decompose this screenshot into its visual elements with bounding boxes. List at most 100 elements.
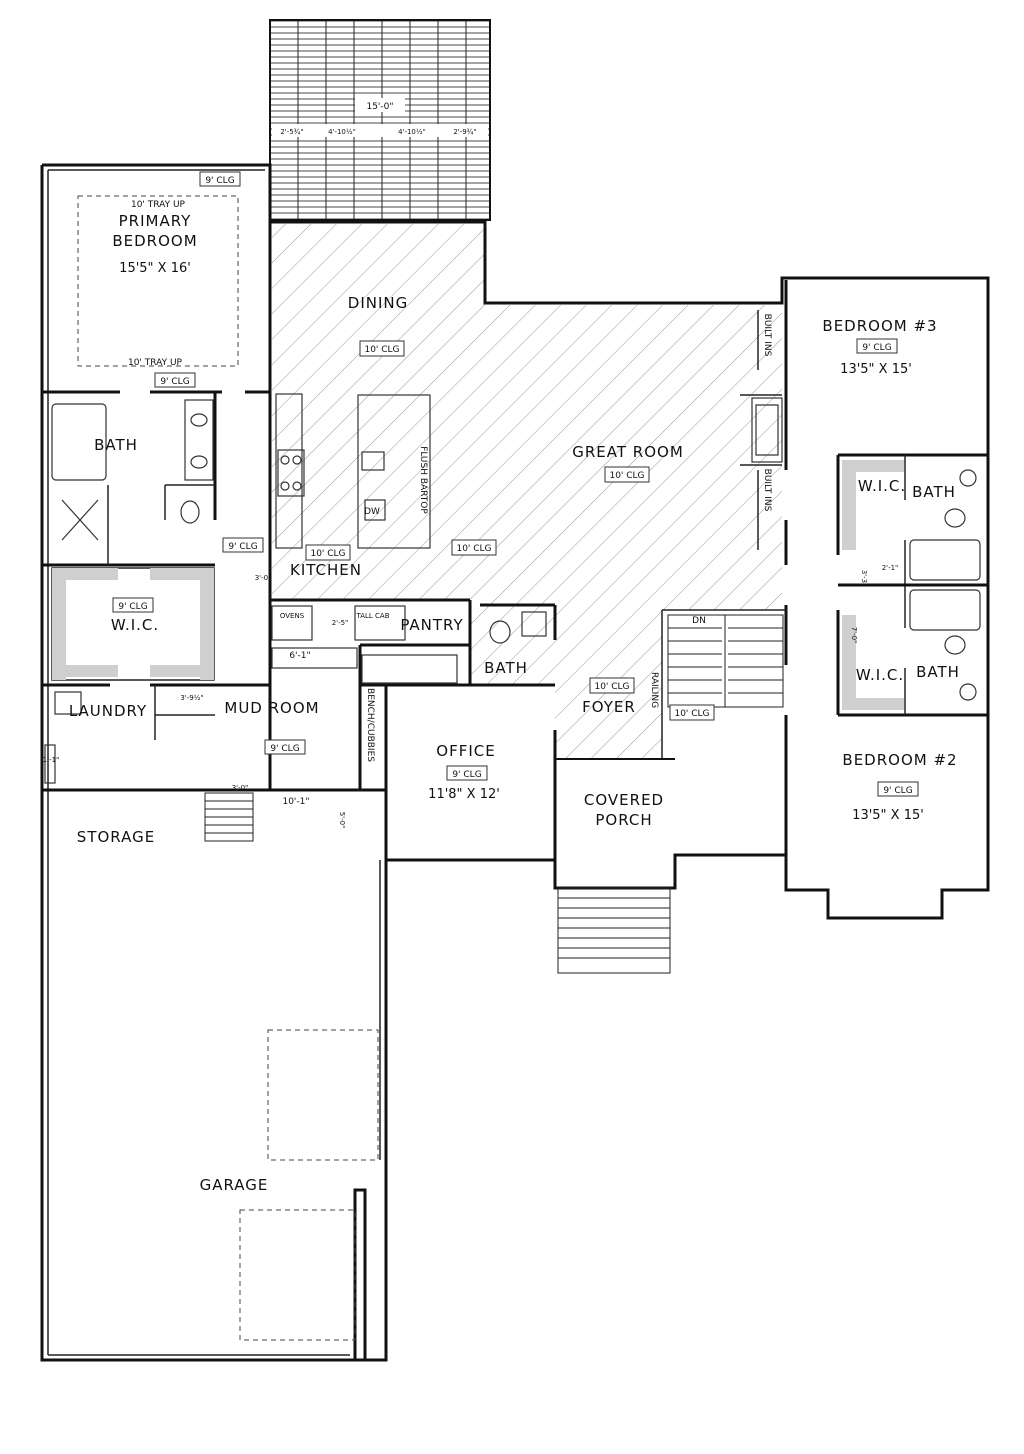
garage-name: GARAGE [200, 1176, 269, 1194]
bathtub-icon [51, 403, 107, 481]
office-name: OFFICE [436, 742, 495, 760]
bedroom2-size: 13'5" X 15' [852, 808, 924, 823]
bed-hall-dim-33: 3'-3" [860, 570, 868, 587]
bathtub-icon [909, 589, 981, 631]
deck-dim-a: 2'-5¾" [280, 128, 303, 136]
bedroom3-size: 13'5" X 15' [840, 362, 912, 377]
primary-bedroom-name-2: BEDROOM [112, 232, 197, 250]
fireplace-icon [751, 397, 783, 463]
wic-clg: 9' CLG [118, 602, 147, 612]
deck-dim-c: 4'-10½" [398, 128, 426, 136]
primary-bath-name: BATH [94, 436, 138, 454]
kitchen-island-icon [357, 394, 431, 549]
washer-icon [44, 744, 56, 784]
pantry-dim-25: 2'-5" [332, 619, 349, 627]
stair-treads-main [668, 615, 783, 707]
wic-upper-name: W.I.C. [858, 477, 906, 495]
great-room-clg: 10' CLG [609, 471, 644, 481]
sink-icon [959, 683, 977, 701]
labels: 10' TRAY UP PRIMARY BEDROOM 15'5" X 16' … [43, 171, 960, 1194]
office-clg: 9' CLG [452, 770, 481, 780]
dw-label: DW [364, 507, 380, 517]
pantry-counter-icon [271, 647, 358, 669]
bench-label: BENCH/CUBBIES [365, 688, 375, 762]
toilet-icon [944, 508, 966, 528]
kitchen-name: KITCHEN [290, 561, 362, 579]
wic-name: W.I.C. [111, 616, 159, 634]
interior-walls [42, 170, 988, 1160]
stair-treads-garage [204, 792, 254, 842]
built-ins-bottom: BUILT INS [762, 469, 772, 512]
built-ins-top: BUILT INS [762, 314, 772, 357]
stairs-dn: DN [692, 616, 706, 626]
island-clg: 10' CLG [456, 544, 491, 554]
hall-clg: 9' CLG [228, 542, 257, 552]
bathtub-icon [909, 539, 981, 581]
tray-top-label: 10' TRAY UP [131, 200, 186, 210]
flush-bartop-label: FLUSH BARTOP [418, 446, 428, 514]
primary-bedroom-name-1: PRIMARY [119, 212, 192, 230]
tray-ceiling-outline [77, 195, 239, 367]
tall-cabinet-icon [354, 605, 406, 641]
dining-name: DINING [348, 294, 408, 312]
deck-dim-d: 2'-9¾" [453, 128, 476, 136]
dining-clg: 10' CLG [364, 345, 399, 355]
great-room-name: GREAT ROOM [572, 443, 684, 461]
bedroom3-name: BEDROOM #3 [822, 317, 937, 335]
toilet-icon [180, 500, 200, 524]
tray-bottom-label: 10' TRAY UP [128, 358, 183, 368]
pantry-shelf-icon [361, 654, 458, 684]
bath-lower-name: BATH [916, 663, 960, 681]
ovens-label: OVENS [280, 612, 305, 620]
pantry-name: PANTRY [400, 616, 463, 634]
living-hatch [272, 224, 782, 758]
deck-dim-b: 4'-10½" [328, 128, 356, 136]
storage-name: STORAGE [77, 828, 155, 846]
foyer-clg: 10' CLG [594, 682, 629, 692]
railing-label: RAILING [649, 672, 659, 708]
sink-icon [190, 455, 208, 469]
stairs [204, 614, 784, 974]
sink-icon [959, 469, 977, 487]
garage-door-outline [267, 1029, 379, 1161]
toilet-icon [489, 620, 511, 644]
bedroom2-name: BEDROOM #2 [842, 751, 957, 769]
porch-name-2: PORCH [595, 811, 652, 829]
laundry-side-dim: 1'-1" [43, 756, 60, 764]
bedroom2-clg: 9' CLG [883, 786, 912, 796]
dishwasher-icon [364, 499, 386, 521]
foyer-name: FOYER [582, 698, 636, 716]
kitchen-clg: 10' CLG [310, 549, 345, 559]
fixtures [44, 195, 981, 1341]
bath-upper-name: BATH [912, 483, 956, 501]
counter-icon [275, 393, 303, 549]
sink-icon [190, 413, 208, 427]
stair-treads-porch [557, 887, 671, 974]
tall-cab-label: TALL CAB [355, 612, 389, 620]
pantry-dim-61: 6'-1" [289, 651, 310, 661]
wic-lower-name: W.I.C. [856, 666, 904, 684]
bedroom3-clg: 9' CLG [862, 343, 891, 353]
porch-name-1: COVERED [584, 791, 664, 809]
kitchen-sink-icon [361, 451, 385, 471]
mud-room-clg: 9' CLG [270, 744, 299, 754]
office-size: 11'8" X 12' [428, 787, 500, 802]
laundry-name: LAUNDRY [69, 702, 147, 720]
primary-bedroom-clg: 9' CLG [205, 176, 234, 186]
primary-bedroom-size: 15'5" X 16' [119, 261, 191, 276]
half-bath-name: BATH [484, 659, 528, 677]
rear-deck: 15'-0" 2'-5¾" 4'-10½" 4'-10½" 2'-9¾" [269, 19, 491, 221]
mud-dim-101: 10'-1" [282, 797, 309, 807]
vanity-icon [184, 399, 214, 481]
sink-icon [521, 611, 547, 637]
ovens-icon [271, 605, 313, 641]
bed-hall-dim-21: 2'-1" [882, 564, 899, 572]
bed-hall-dim-70: 7'-0" [850, 627, 858, 644]
mud-dim-3: 3'-0" [232, 784, 249, 792]
toilet-icon [944, 635, 966, 655]
kitchen-dim: 3'-0" [255, 574, 272, 582]
stair-hall-clg: 10' CLG [674, 709, 709, 719]
range-icon [277, 449, 305, 497]
deck-width-dim: 15'-0" [366, 102, 393, 112]
